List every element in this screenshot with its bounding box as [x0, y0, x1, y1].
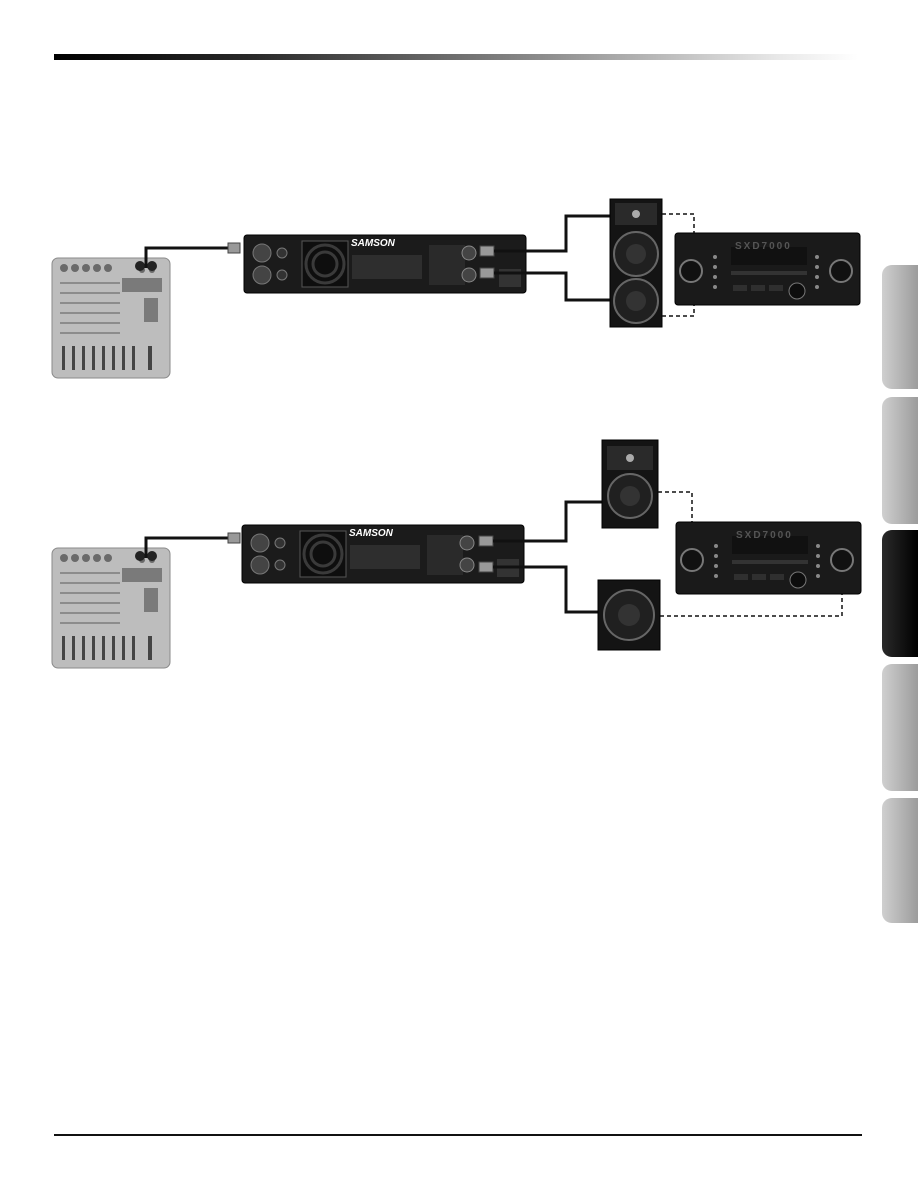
brand-label-2: SAMSON [349, 528, 394, 539]
subwoofer-cabinet [598, 580, 660, 650]
footer-rule [54, 1134, 862, 1136]
mixer-2 [52, 548, 170, 668]
power-amp-rear-2: SAMSON [242, 525, 524, 583]
model-label-1: SXD7000 [735, 241, 792, 252]
brand-label-1: SAMSON [351, 238, 396, 249]
speaker-cabinet-top [602, 440, 658, 528]
power-amp-rear-1: SAMSON [244, 235, 526, 293]
mixer-1 [52, 258, 170, 378]
amplifier-front-2: SXD7000 [676, 522, 861, 594]
model-label-2: SXD7000 [736, 530, 793, 541]
amplifier-front-1: SXD7000 [675, 233, 860, 305]
speaker-cabinet-tall [610, 199, 662, 327]
